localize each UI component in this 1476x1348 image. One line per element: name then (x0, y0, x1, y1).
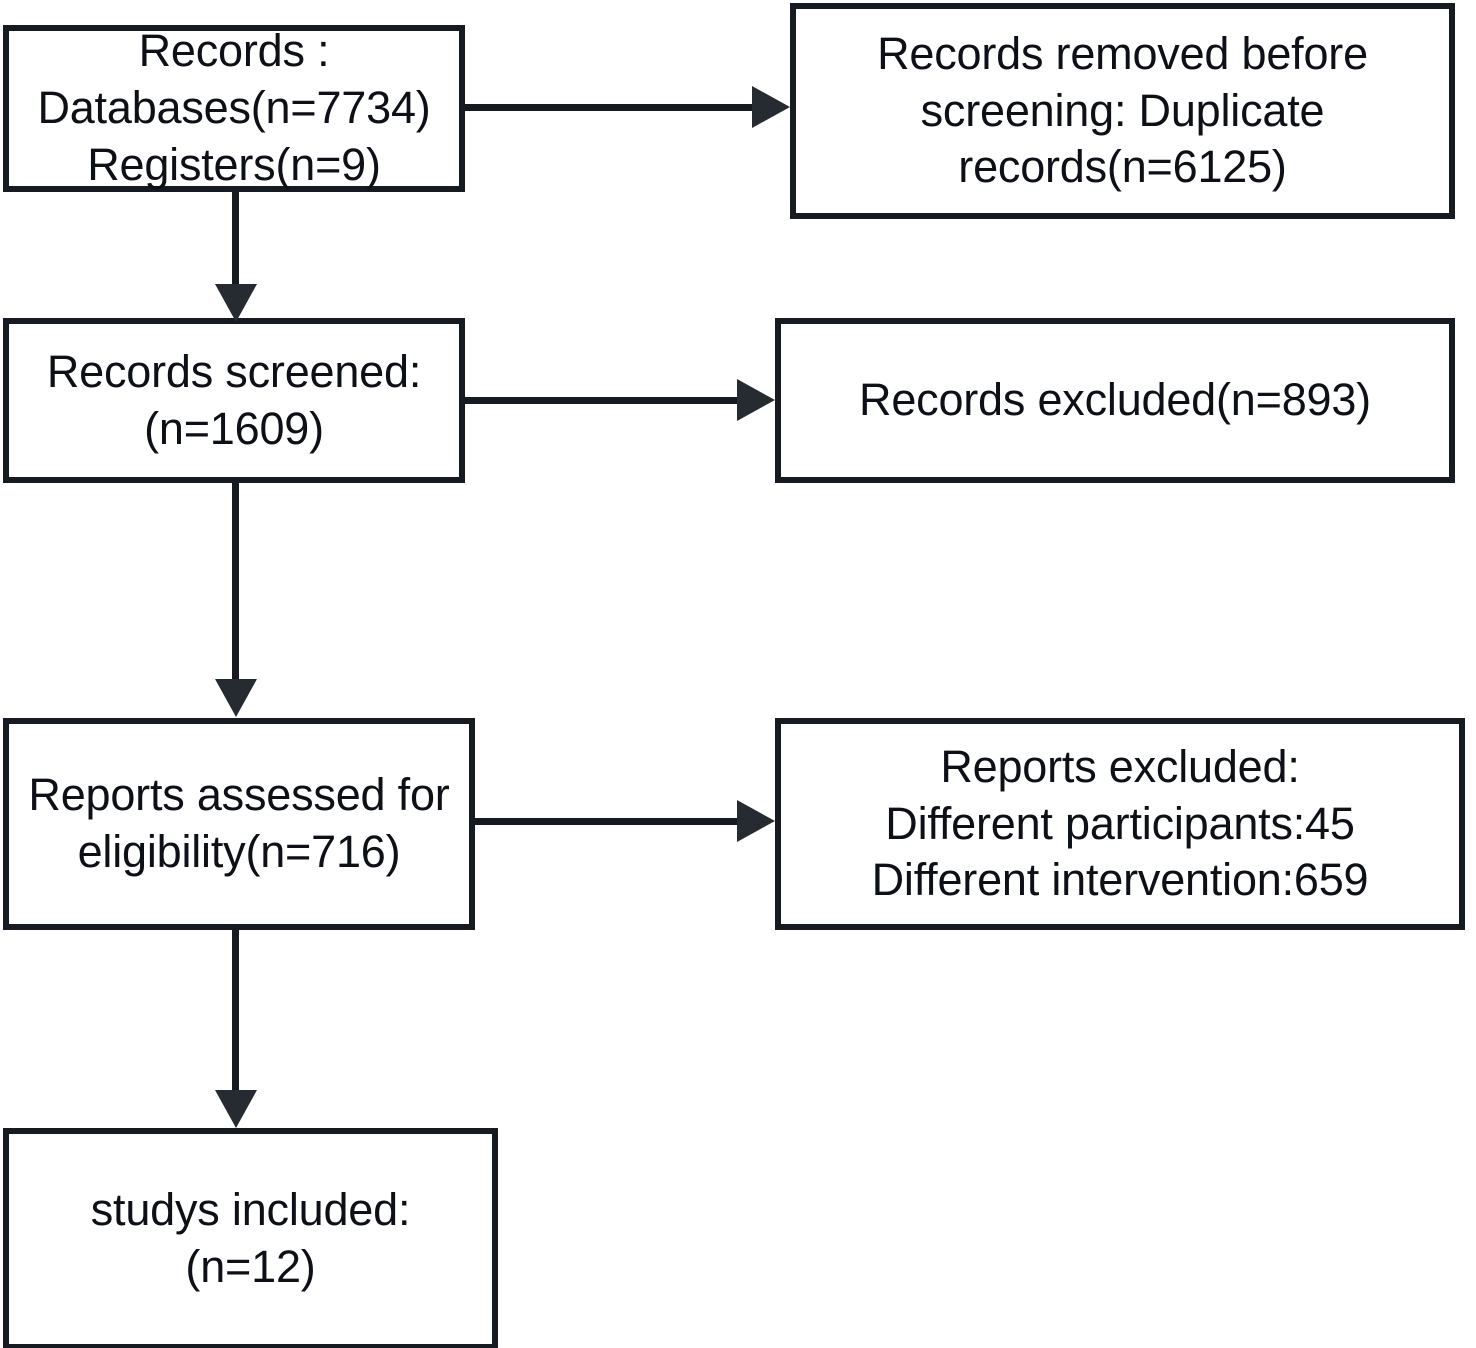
connector-screened-to-assessed (232, 483, 239, 683)
node-records-identified: Records : Databases(n=7734) Registers(n=… (3, 25, 465, 192)
node-records-excluded: Records excluded(n=893) (775, 318, 1455, 483)
connector-assessed-to-reports-excluded (474, 818, 741, 825)
node-studies-included: studys included: (n=12) (3, 1128, 498, 1348)
connector-assessed-to-included (232, 930, 239, 1092)
connector-screened-to-records-excluded (464, 397, 741, 404)
node-records-screened-label: Records screened: (n=1609) (46, 345, 422, 454)
node-reports-assessed-for-eligibility: Reports assessed for eligibility(n=716) (3, 718, 475, 930)
arrowhead-right-icon (737, 800, 775, 842)
node-reports-excluded: Reports excluded: Different participants… (775, 718, 1465, 930)
arrowhead-down-icon (215, 679, 257, 717)
node-records-removed-before-screening: Records removed before screening: Duplic… (790, 3, 1455, 219)
connector-records-to-removed (464, 104, 756, 111)
node-records-removed-before-screening-label: Records removed before screening: Duplic… (877, 27, 1368, 193)
node-studies-included-label: studys included: (n=12) (90, 1184, 411, 1292)
node-reports-excluded-label: Reports excluded: Different participants… (871, 740, 1369, 906)
node-records-excluded-label: Records excluded(n=893) (859, 374, 1371, 426)
node-records-identified-label: Records : Databases(n=7734) Registers(n=… (37, 25, 431, 190)
arrowhead-down-icon (215, 284, 257, 322)
arrowhead-right-icon (737, 379, 775, 421)
arrowhead-right-icon (752, 86, 790, 128)
node-records-screened: Records screened: (n=1609) (3, 318, 465, 483)
node-reports-assessed-for-eligibility-label: Reports assessed for eligibility(n=716) (28, 769, 450, 877)
connector-records-to-screened (232, 192, 239, 292)
arrowhead-down-icon (215, 1090, 257, 1128)
